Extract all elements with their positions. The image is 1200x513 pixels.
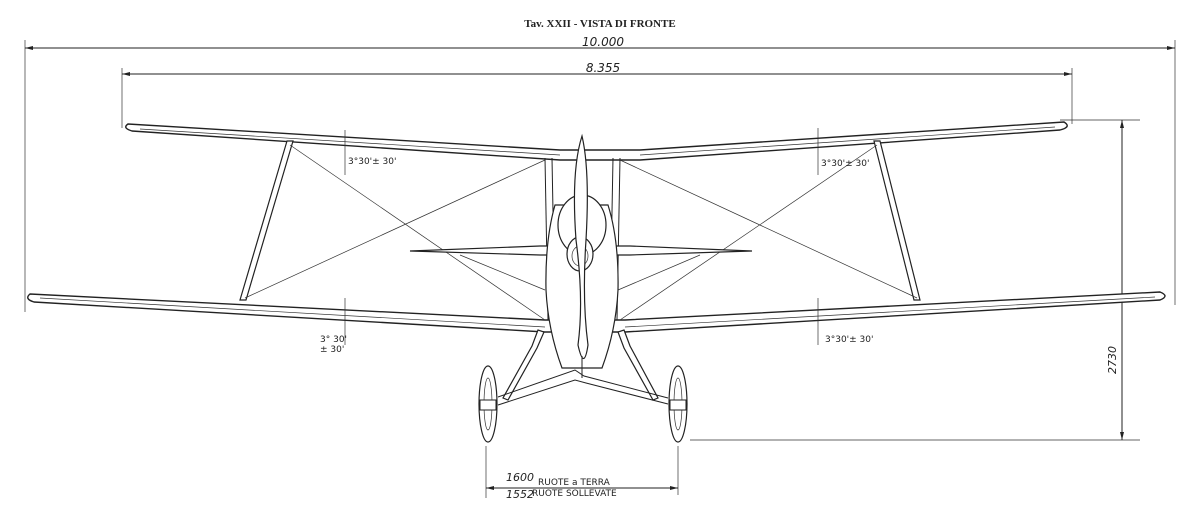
track-dimension: 1600 RUOTE a TERRA 1552 RUOTE SOLLEVATE <box>485 446 679 501</box>
track-ground-value: 1600 <box>506 471 534 484</box>
upper-left-angle-label: 3°30'± 30' <box>348 157 396 167</box>
drawing-title: Tav. XXII - VISTA DI FRONTE <box>524 18 675 30</box>
upper-right-angle-label: 3°30'± 30' <box>821 159 869 169</box>
track-ground-caption: RUOTE a TERRA <box>538 478 611 488</box>
upper-span-label: 8.355 <box>586 61 620 75</box>
interplane-struts <box>239 140 921 301</box>
height-label: 2730 <box>1106 346 1119 374</box>
left-wheel <box>478 365 498 443</box>
height-dimension: 2730 <box>690 119 1140 441</box>
track-raised-value: 1552 <box>506 488 534 501</box>
dihedral-lower-right: 3°30'± 30' <box>817 298 873 345</box>
lower-right-angle-label: 3°30'± 30' <box>825 335 873 345</box>
right-wheel <box>668 365 688 443</box>
track-raised-caption: RUOTE SOLLEVATE <box>532 489 617 499</box>
dihedral-upper-right: 3°30'± 30' <box>817 128 869 175</box>
overall-span-label: 10.000 <box>582 35 624 49</box>
overall-span-dimension: 10.000 <box>24 35 1176 312</box>
dihedral-upper-left: 3°30'± 30' <box>344 130 396 175</box>
upper-span-dimension: 8.355 <box>121 61 1073 128</box>
landing-gear <box>497 329 669 406</box>
flying-wires <box>244 144 918 321</box>
dihedral-lower-left: 3° 30' ± 30' <box>320 298 347 355</box>
lower-left-angle-label-1: 3° 30' <box>320 335 347 345</box>
upper-wing <box>125 121 1068 161</box>
propeller <box>573 133 589 360</box>
lower-left-angle-label-2: ± 30' <box>320 345 344 355</box>
